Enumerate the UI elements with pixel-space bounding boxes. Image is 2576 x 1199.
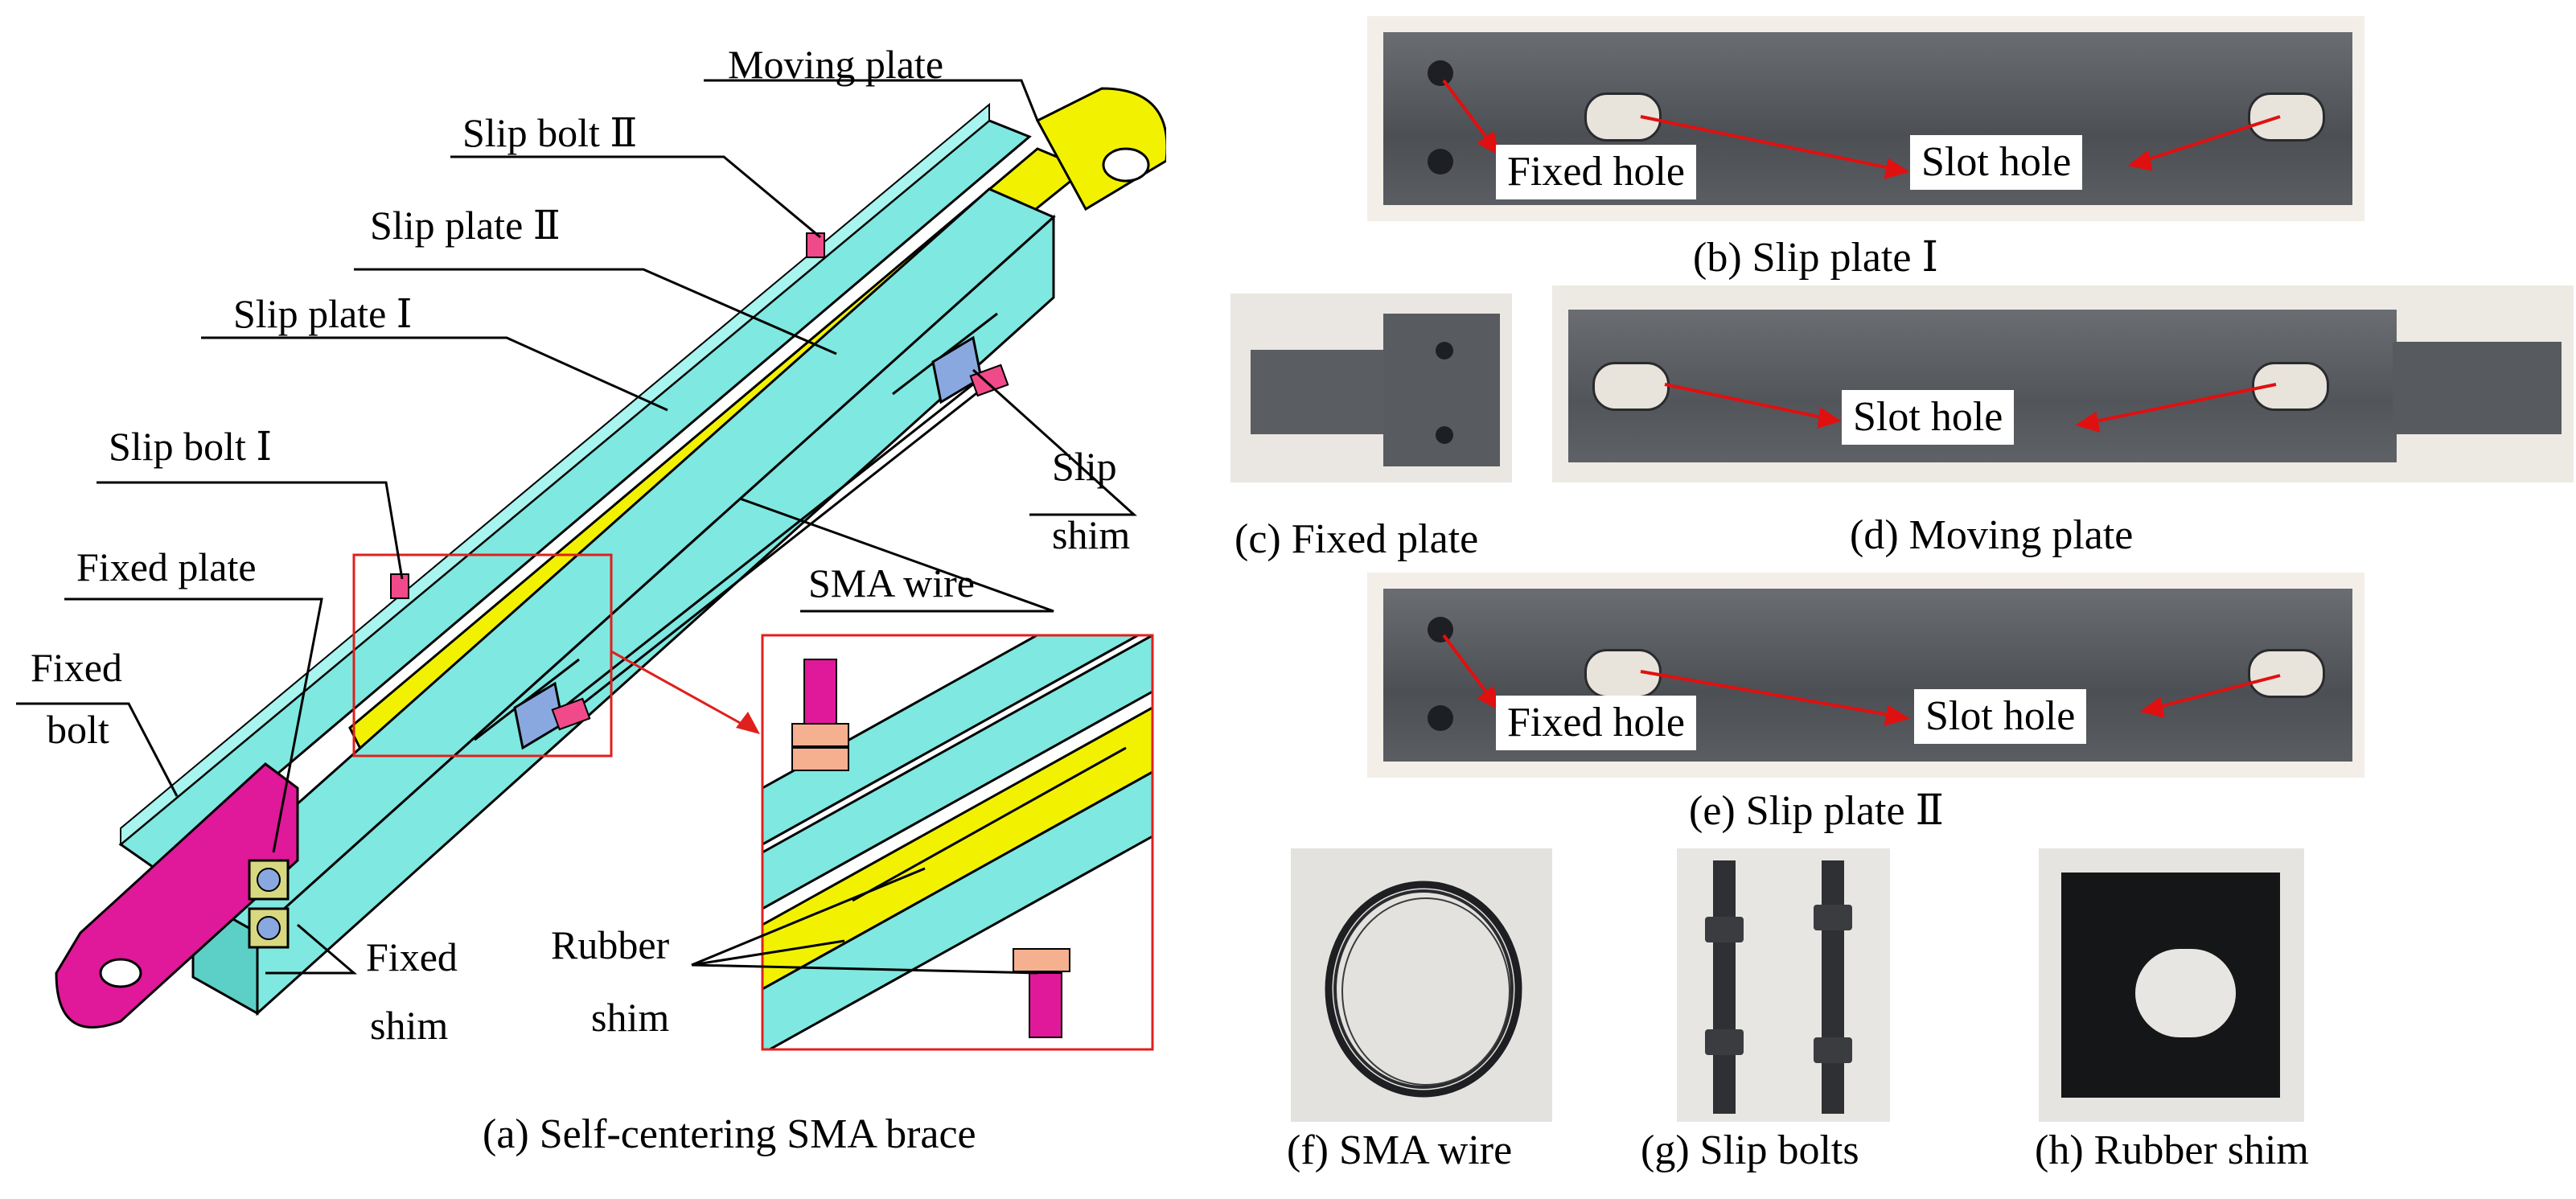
detail-arrow (610, 650, 757, 733)
label-slot-hole-e: Slot hole (1914, 689, 2087, 744)
fixed-plate-hole-2 (1436, 426, 1453, 444)
fixed-hole-e-1 (1428, 617, 1453, 643)
slip-bolt-1-stub (390, 573, 409, 599)
label-fixed-bolt-line2: bolt (47, 707, 109, 752)
label-slip-plate-2: Slip plate Ⅱ (370, 203, 561, 248)
slip-bolt-lower (551, 697, 591, 731)
caption-h: (h) Rubber shim (2035, 1127, 2309, 1173)
label-slip-shim-line1: Slip (1052, 444, 1117, 489)
panel-a-drawing (16, 79, 1166, 1029)
label-fixed-shim-line1: Fixed (366, 934, 458, 979)
label-moving-plate: Moving plate (728, 42, 944, 87)
detail-arrow-head (736, 712, 760, 734)
photo-rubber-shim (2039, 848, 2304, 1122)
photo-fixed-plate (1230, 294, 1512, 482)
slip-bolt-photo-2-nut-b (1814, 1037, 1852, 1063)
slot-hole-b-2 (2248, 92, 2325, 142)
caption-a: (a) Self-centering SMA brace (483, 1111, 976, 1157)
caption-e: (e) Slip plate Ⅱ (1689, 788, 1944, 834)
sma-wire-coil (1325, 881, 1522, 1098)
fixed-hole-b-1 (1428, 60, 1453, 86)
slip-plate-1-top (120, 102, 990, 847)
label-slip-plate-1: Slip plate Ⅰ (233, 291, 413, 336)
photo-moving-plate (1552, 285, 2574, 482)
caption-d: (d) Moving plate (1850, 512, 2134, 558)
label-slip-bolt-1: Slip bolt Ⅰ (109, 424, 273, 469)
label-slip-shim-line2: shim (1052, 512, 1131, 557)
sma-wire-line-1 (562, 376, 982, 709)
fixed-hole-e-2 (1428, 705, 1453, 731)
fixed-plate-hole (99, 958, 142, 988)
slip-bolt-photo-2-nut-a (1814, 905, 1852, 930)
slip-bolt-photo-1-nut-a (1705, 917, 1744, 942)
moving-plate-lug-hole (1102, 147, 1150, 183)
photo-slip-bolts (1677, 848, 1890, 1122)
label-slot-hole-d: Slot hole (1842, 390, 2015, 445)
rubber-shim-slot (2135, 949, 2236, 1037)
moving-plate-tail (2393, 342, 2562, 434)
label-fixed-hole-e: Fixed hole (1496, 696, 1696, 750)
slot-hole-d-1 (1592, 362, 1670, 411)
fixed-bolt-head-2 (257, 916, 281, 940)
slip-bolt-photo-1-nut-b (1705, 1029, 1744, 1055)
caption-c: (c) Fixed plate (1235, 516, 1479, 562)
label-fixed-plate: Fixed plate (76, 544, 257, 589)
slot-hole-e-2 (2248, 649, 2325, 698)
caption-f: (f) SMA wire (1287, 1127, 1513, 1173)
fixed-plate-tab (1251, 350, 1403, 434)
leader-lines (16, 79, 1137, 975)
label-sma-wire: SMA wire (808, 560, 975, 606)
fixed-plate-hole-1 (1436, 342, 1453, 359)
slip-bolt-photo-2 (1822, 860, 1844, 1114)
label-rubber-shim-line1: Rubber (551, 922, 670, 967)
photo-sma-wire (1291, 848, 1552, 1122)
caption-g: (g) Slip bolts (1641, 1127, 1859, 1173)
fixed-hole-b-2 (1428, 149, 1453, 175)
slip-bolt-photo-1 (1713, 860, 1736, 1114)
label-fixed-hole-b: Fixed hole (1496, 145, 1696, 199)
detail-frame-small (352, 553, 613, 758)
caption-b: (b) Slip plate Ⅰ (1693, 235, 1939, 281)
slip-bolt-upper (969, 363, 1009, 397)
label-slip-bolt-2: Slip bolt Ⅱ (462, 110, 638, 155)
label-fixed-bolt-line1: Fixed (31, 645, 122, 690)
fixed-shim-2 (248, 907, 290, 949)
fixed-bolt-head-1 (257, 868, 281, 892)
label-slot-hole-b: Slot hole (1910, 135, 2083, 190)
slip-plate-2-side (256, 214, 1055, 1016)
label-rubber-shim-line2: shim (591, 995, 670, 1040)
sma-wire-line-2 (572, 380, 992, 713)
label-fixed-shim-line2: shim (370, 1003, 449, 1048)
